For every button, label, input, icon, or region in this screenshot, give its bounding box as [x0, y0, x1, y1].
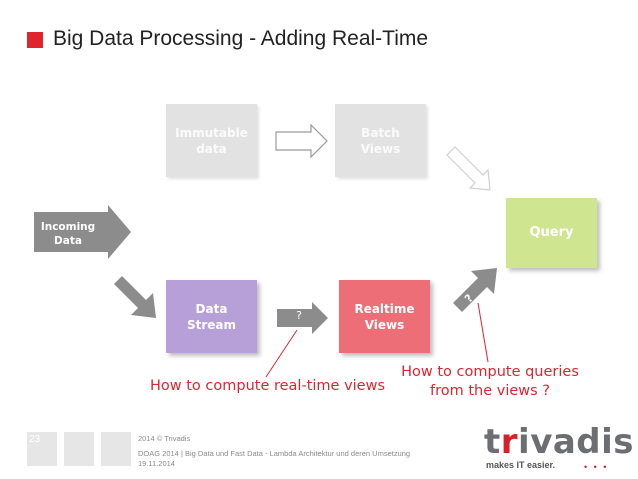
footer-copyright: 2014 © Trivadis [138, 434, 191, 443]
batch-views-box: Batch Views [335, 104, 426, 177]
arrow-realtime-to-query [453, 268, 497, 312]
logo-word-rest: ivadis [518, 422, 635, 462]
question-mark-stream-realtime: ? [296, 309, 302, 322]
logo-dots: • • • [584, 462, 609, 472]
footer-page-box-2 [64, 432, 94, 466]
annotation-compute-queries: How to compute queries from the views ? [401, 364, 579, 399]
arrow-incoming-to-stream [114, 276, 156, 318]
page-number: 23 [29, 434, 41, 445]
annotation-line-realtime [265, 329, 298, 378]
logo-tagline: makes IT easier. [486, 460, 556, 470]
realtime-views-box: Realtime Views [339, 280, 430, 353]
batch-views-label: Batch Views [360, 125, 401, 156]
title-marker [27, 32, 43, 48]
immutable-data-box: Immutable data [166, 104, 257, 177]
logo-letter-r: r [500, 422, 519, 462]
realtime-views-label: Realtime Views [354, 301, 415, 332]
logo-letter-t: t [484, 422, 501, 462]
footer-page-box-3 [101, 432, 131, 466]
footer-date: 19.11.2014 [138, 459, 175, 468]
arrow-immutable-to-batch [275, 123, 328, 159]
annotation-line-query [477, 302, 489, 363]
footer-page-box-1 [27, 432, 57, 466]
data-stream-label: Data Stream [186, 301, 237, 332]
arrow-stream-to-realtime [277, 302, 328, 334]
query-label: Query [529, 225, 574, 240]
trivadis-logo: trivadis makes IT easier. • • • [484, 424, 634, 472]
arrow-batch-to-query [446, 146, 491, 191]
footer-event: DOAG 2014 | Big Data und Fast Data - Lam… [138, 449, 411, 458]
immutable-data-label: Immutable data [175, 125, 248, 156]
logo-wordmark: trivadis [484, 424, 634, 460]
data-stream-box: Data Stream [166, 280, 257, 353]
query-box: Query [506, 198, 597, 268]
slide-title: Big Data Processing - Adding Real-Time [53, 27, 429, 50]
annotation-realtime-views: How to compute real-time views [150, 378, 386, 394]
incoming-data-label: Incoming Data [40, 221, 96, 247]
arrow-incoming-data [34, 205, 131, 259]
